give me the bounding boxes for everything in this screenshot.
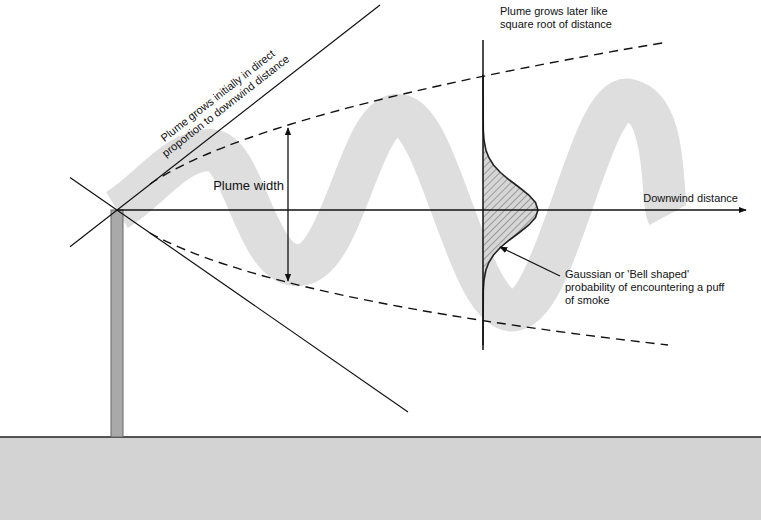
- chimney-stack: [111, 210, 123, 437]
- downwind-axis: [117, 209, 746, 210]
- gaussian-hatch: [483, 42, 538, 348]
- ground: [0, 437, 761, 520]
- cone-line: [70, 177, 408, 412]
- rotated-note: Plume grows initially in direct proporti…: [139, 32, 305, 170]
- note-text: Plume grows later like square root of di…: [500, 5, 640, 31]
- profile-axis: [482, 40, 484, 350]
- dimension-label: Plume width: [200, 178, 284, 194]
- axis-label: Downwind distance: [600, 192, 738, 205]
- note-text: Gaussian or 'Bell shaped' probability of…: [565, 268, 735, 308]
- width-arrow: [287, 128, 288, 281]
- leader-line: [500, 247, 560, 276]
